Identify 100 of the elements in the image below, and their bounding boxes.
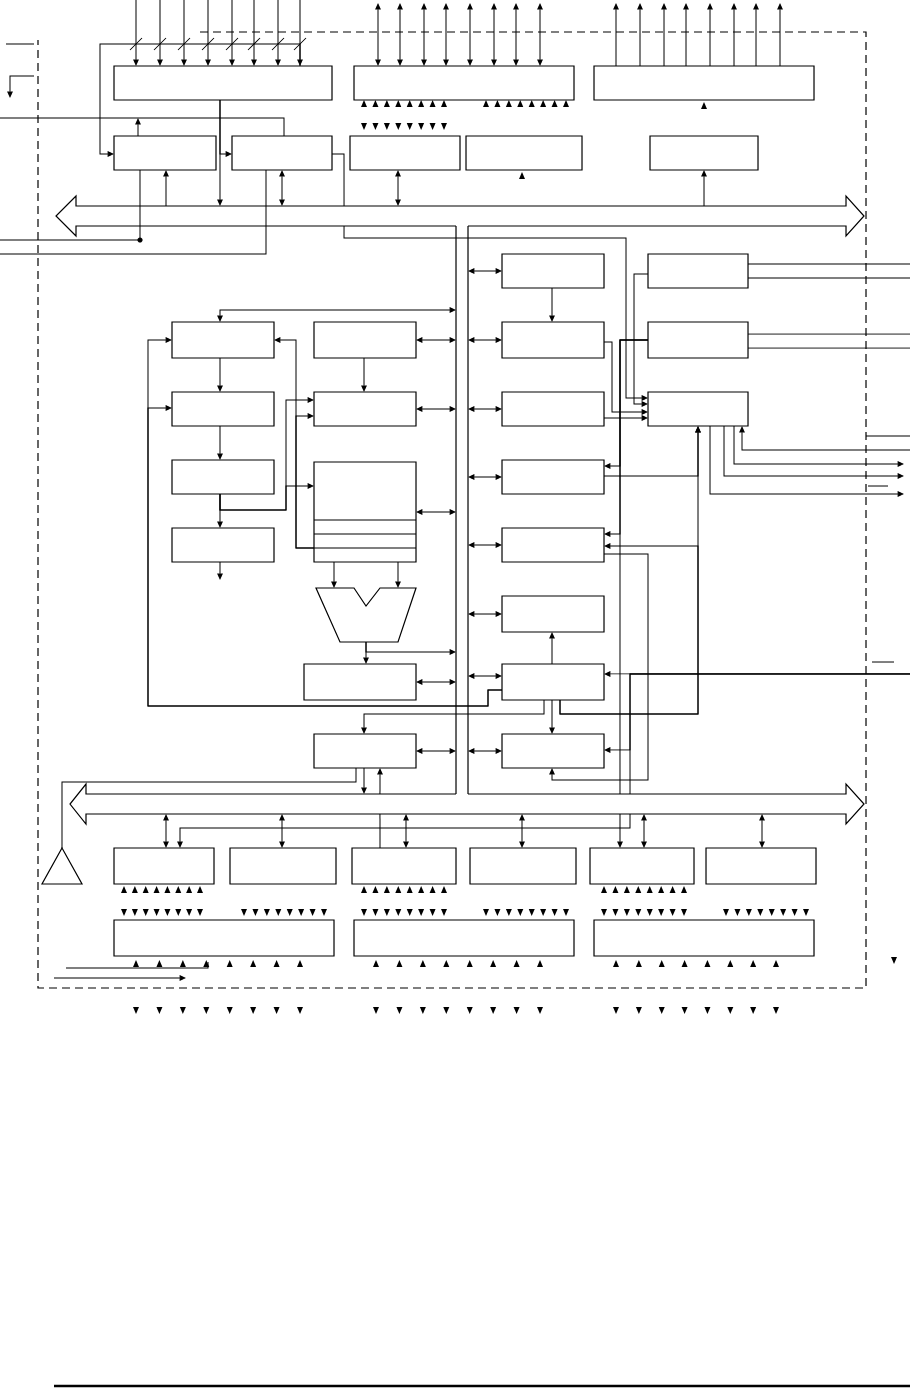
arrow [375,3,381,66]
block-box [303,663,417,701]
block-box [353,65,575,101]
arrow [133,0,139,66]
arrow [777,3,783,67]
arrow [279,170,285,206]
line [0,169,267,255]
block-box [501,459,605,495]
arrow [365,641,456,655]
arrow [217,307,456,322]
arrow [468,748,502,754]
line [747,277,910,279]
arrow [468,337,502,343]
arrow [661,3,667,67]
arrow [229,0,235,66]
arrow [217,561,223,580]
arrow [739,426,910,451]
block-box [501,253,605,289]
block-box [501,321,605,359]
arrow [731,3,737,67]
arrow [468,673,502,679]
arrow [549,699,555,734]
line [0,169,141,241]
block-box [229,847,337,885]
block-box [113,65,333,101]
arrow [723,425,904,479]
arrow [157,0,163,66]
block-box [501,595,605,633]
arrow [297,0,303,66]
line [747,263,910,265]
block-box [113,135,217,171]
block-box [647,253,749,289]
line [747,333,910,335]
arrow [617,813,623,848]
arrow [683,3,689,67]
arrow [701,170,707,207]
arrow [181,0,187,66]
arrow [603,341,648,415]
block-box [313,733,417,769]
arrow [549,553,649,781]
arrow [759,814,765,848]
block-box [113,919,335,957]
line [61,767,357,849]
arrow [343,225,648,401]
arrow [603,415,648,421]
arrow [295,413,315,549]
arrow [421,3,427,66]
block-box [171,459,275,495]
arrow [468,406,502,412]
block-box [593,65,815,101]
trapezoid-block [315,587,417,643]
arrow [361,357,367,392]
arrow [549,632,555,665]
arrow [219,483,314,511]
arrow [275,0,281,66]
line [619,339,649,795]
arrow [753,3,759,67]
arrow [513,3,519,66]
arrow [395,170,401,206]
arrow [395,561,401,588]
arrow [416,509,456,515]
block-box [647,391,749,427]
arrow [147,405,503,707]
arrow [416,406,456,412]
block-box [313,321,417,359]
arrow [468,611,502,617]
arrow [641,814,647,848]
line [379,813,381,849]
block-box [593,919,815,957]
arrow [519,814,525,848]
arrow [361,767,367,794]
block-box [313,391,417,427]
block-box [353,919,575,957]
line [331,153,345,207]
block-box [647,321,749,359]
block-box [501,527,605,563]
register-box [313,461,417,563]
vertical-bus [455,225,469,795]
block-box [113,847,215,885]
block-box [171,321,275,359]
arrow [279,814,285,848]
arrow [491,3,497,66]
arrow [217,357,223,392]
block-box [501,391,605,427]
arrow [416,679,456,685]
arrow [537,3,543,66]
arrow [468,268,502,274]
line [747,347,910,349]
arrow [416,337,456,343]
line [629,673,910,795]
arrow [219,99,232,157]
arrow [163,170,169,207]
arrow [177,813,631,848]
arrow [361,699,545,734]
arrow [251,0,257,66]
arrow [205,0,211,66]
arrow [637,3,643,67]
arrow [709,425,904,497]
arrow [468,474,502,480]
arrow [549,287,555,322]
